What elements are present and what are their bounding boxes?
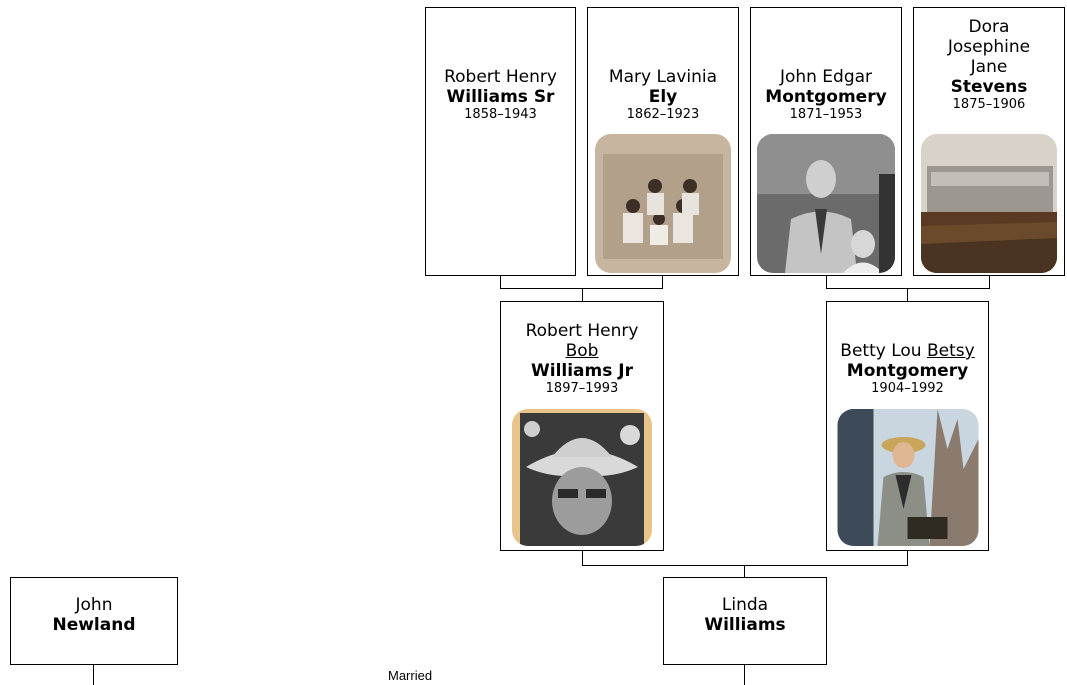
headstone-photo [921, 134, 1057, 273]
given-name: John Edgar [779, 67, 873, 87]
connector [907, 288, 908, 302]
life-years: 1897–1993 [545, 381, 619, 396]
surname: Montgomery [846, 361, 969, 381]
life-years: 1862–1923 [626, 107, 700, 122]
person-card-dora-josephine-jane-stevens[interactable]: Dora Josephine Jane Stevens 1875–1906 [913, 7, 1065, 276]
given-name: John [75, 595, 113, 615]
connector [907, 550, 908, 566]
given-name: Robert Henry [444, 67, 557, 87]
connector [93, 664, 94, 685]
connector [582, 550, 583, 566]
surname: Stevens [950, 77, 1028, 97]
person-card-betty-lou-montgomery[interactable]: Betty Lou Betsy Montgomery 1904–1992 [826, 301, 989, 551]
given-name: Robert Henry [525, 321, 639, 341]
surname: Williams Jr [531, 361, 633, 381]
person-card-robert-henry-williams-jr[interactable]: Robert Henry Bob Williams Jr 1897–1993 [500, 301, 664, 551]
surname: Ely [648, 87, 678, 107]
connector [662, 275, 663, 289]
surname: Montgomery [765, 87, 887, 107]
person-card-linda-williams[interactable]: Linda Williams [663, 577, 827, 665]
person-card-mary-lavinia-ely[interactable]: Mary Lavinia Ely 1862–1923 [587, 7, 739, 276]
given-name: Mary Lavinia [608, 67, 718, 87]
connector [744, 565, 745, 578]
given-name: Betty Lou Betsy [840, 341, 975, 361]
portrait-photo [595, 134, 731, 273]
given-name: Dora [968, 17, 1010, 37]
connector [582, 288, 583, 302]
surname: Newland [52, 615, 136, 635]
surname: Williams Sr [446, 87, 555, 107]
given-name: Linda [721, 595, 769, 615]
portrait-photo [512, 409, 652, 546]
connector [582, 565, 908, 566]
surname: Williams [704, 615, 786, 635]
connector [744, 664, 745, 685]
person-card-robert-henry-williams-sr[interactable]: Robert Henry Williams Sr 1858–1943 [425, 7, 576, 276]
person-card-john-edgar-montgomery[interactable]: John Edgar Montgomery 1871–1953 [750, 7, 902, 276]
person-card-john-newland[interactable]: John Newland [10, 577, 178, 665]
connector [826, 275, 827, 289]
life-years: 1871–1953 [789, 107, 863, 122]
life-years: 1904–1992 [871, 381, 944, 396]
connector [500, 288, 663, 289]
marriage-label: Married [388, 668, 433, 683]
connector [500, 275, 501, 289]
life-years: 1875–1906 [952, 97, 1026, 112]
portrait-photo [757, 134, 895, 273]
nickname: Bob [565, 341, 599, 361]
life-years: 1858–1943 [464, 107, 537, 122]
connector [826, 288, 990, 289]
portrait-photo [837, 409, 978, 546]
given-name: Josephine [947, 37, 1031, 57]
given-name: Jane [970, 57, 1008, 77]
connector [989, 275, 990, 289]
